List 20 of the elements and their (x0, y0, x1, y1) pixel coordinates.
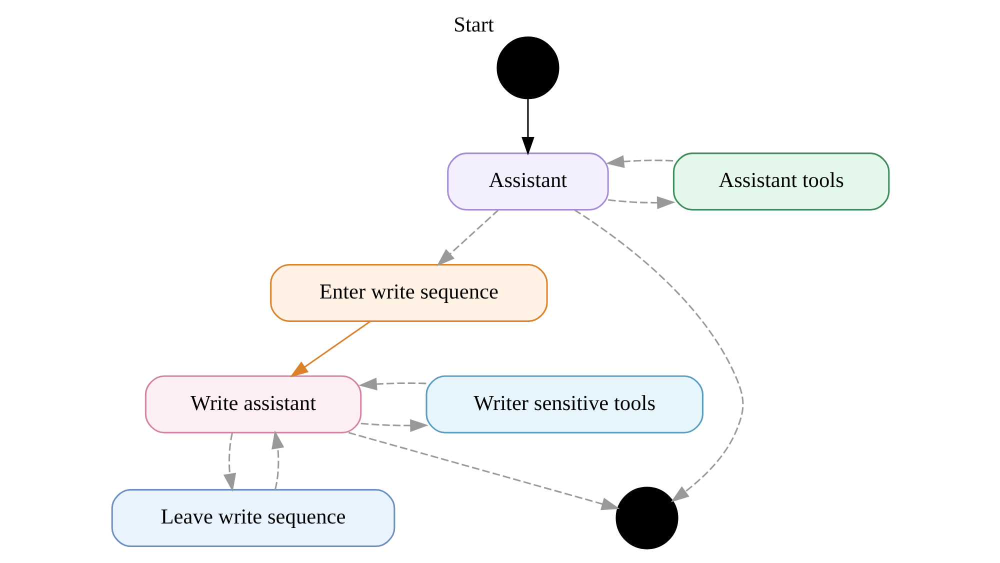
node-box: Assistant tools (672, 152, 890, 211)
arrow (289, 320, 370, 378)
arrow (605, 155, 673, 168)
arrow (436, 209, 499, 266)
arrow (360, 419, 428, 432)
arrow (608, 196, 675, 210)
arrow (358, 378, 426, 390)
node-box: Write assistant (144, 375, 362, 434)
node-circle (615, 486, 678, 550)
arrow (271, 430, 284, 490)
arrow (573, 209, 744, 502)
node-box: Assistant (446, 152, 608, 211)
node-label: Start (453, 12, 494, 37)
node-box: Writer sensitive tools (425, 375, 703, 434)
arrow (521, 98, 534, 156)
arrow (348, 432, 620, 510)
node-box: Enter write sequence (270, 264, 548, 322)
arrow (222, 432, 236, 492)
node-circle (496, 36, 559, 100)
node-box: Leave write sequence (110, 489, 395, 548)
